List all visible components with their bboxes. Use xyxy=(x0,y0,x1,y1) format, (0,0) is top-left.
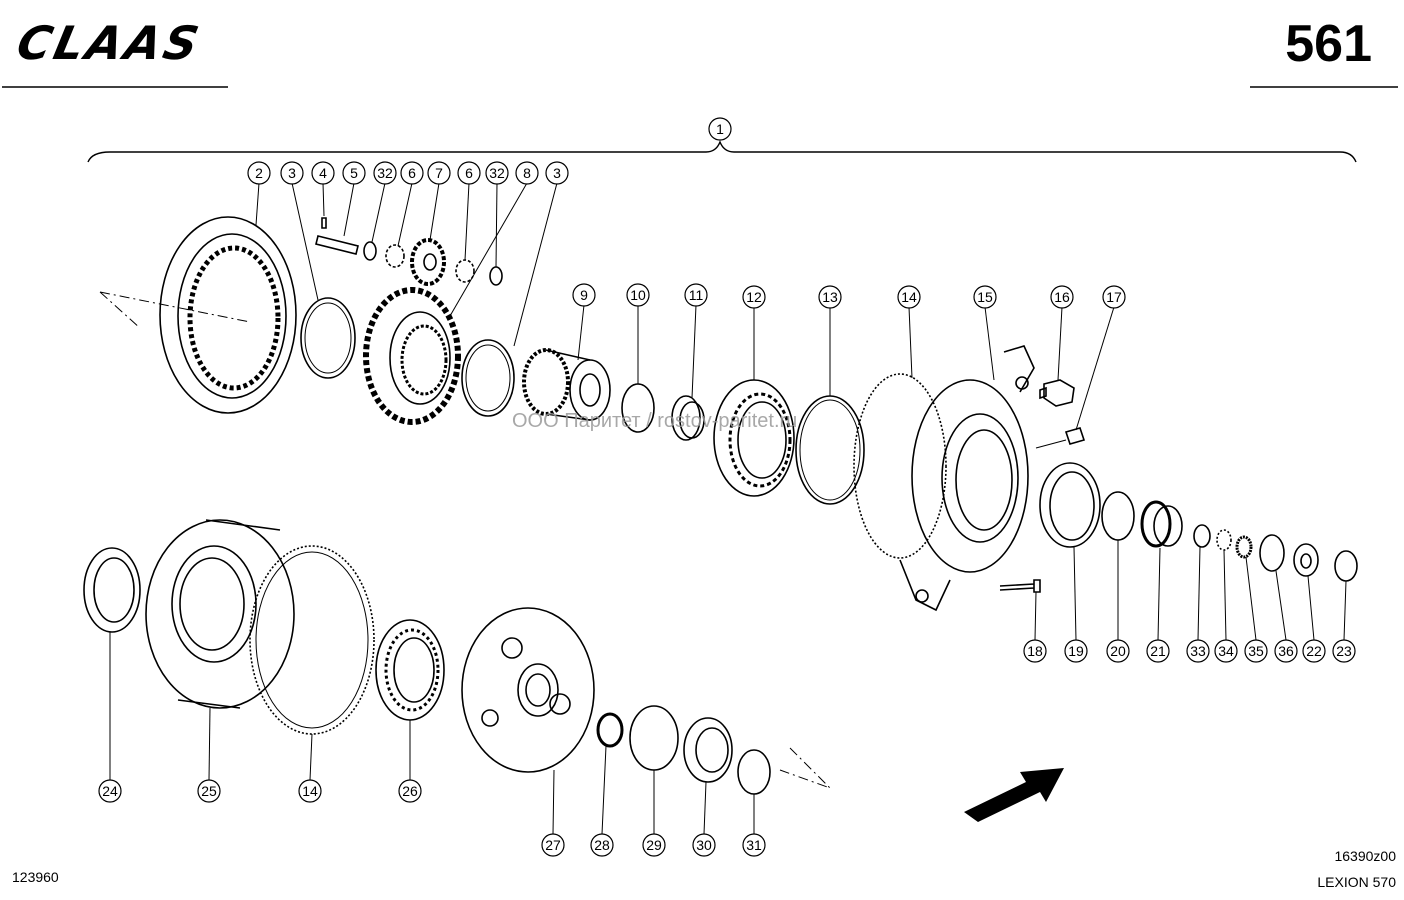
planet-carrier-housing xyxy=(145,519,295,709)
callout-label: 8 xyxy=(523,165,531,181)
callout-label: 33 xyxy=(1190,643,1206,659)
callout-label: 4 xyxy=(319,165,327,181)
callout-label: 32 xyxy=(489,165,505,181)
housing-gasket-lower xyxy=(249,545,375,735)
callout-label: 26 xyxy=(402,783,418,799)
assembly-bracket xyxy=(87,140,1357,163)
o-ring xyxy=(1101,491,1135,541)
circlip xyxy=(461,339,515,417)
callout-label: 31 xyxy=(746,837,762,853)
callout-label: 17 xyxy=(1106,289,1122,305)
end-cap xyxy=(1293,543,1319,577)
callout-label: 5 xyxy=(350,165,358,181)
callout-label: 36 xyxy=(1278,643,1294,659)
set-screw xyxy=(321,217,327,229)
callout-label: 3 xyxy=(288,165,296,181)
disc xyxy=(1216,529,1232,551)
callout-label: 28 xyxy=(594,837,610,853)
housing-gasket xyxy=(853,373,947,559)
callout-label: 25 xyxy=(201,783,217,799)
roller-bearing xyxy=(713,379,795,497)
retaining-ring xyxy=(1334,550,1358,582)
needle-bearing xyxy=(385,244,405,268)
page-number: 561 xyxy=(1285,15,1372,73)
snap-ring-lower xyxy=(629,705,679,771)
drain-plug xyxy=(1039,379,1075,407)
retaining-ring-lower xyxy=(737,749,771,795)
model-name: LEXION 570 xyxy=(1317,874,1396,890)
callout-label: 6 xyxy=(465,165,473,181)
gearbox-housing xyxy=(899,345,1035,612)
circlip xyxy=(300,297,356,379)
callout-assembly: 1 xyxy=(716,121,724,137)
o-ring-small xyxy=(1259,534,1285,572)
shaft-seal xyxy=(1039,462,1101,548)
axis-line-right xyxy=(779,747,831,789)
callout-label: 27 xyxy=(545,837,561,853)
callout-label: 7 xyxy=(435,165,443,181)
splined-hub xyxy=(522,348,611,421)
leader-lines xyxy=(109,182,1347,835)
callout-label: 18 xyxy=(1027,643,1043,659)
planet-carrier xyxy=(461,607,595,773)
seal-ring xyxy=(596,712,624,748)
small-washer xyxy=(1193,524,1211,548)
ball-bearing-large xyxy=(375,619,445,721)
taper-bearing xyxy=(683,717,733,783)
callout-label: 10 xyxy=(630,287,646,303)
callout-label: 6 xyxy=(408,165,416,181)
planet-pin xyxy=(315,235,359,255)
thrust-washer xyxy=(363,241,377,261)
callout-label: 3 xyxy=(553,165,561,181)
callout-label: 35 xyxy=(1248,643,1264,659)
callout-label: 29 xyxy=(646,837,662,853)
spring xyxy=(1235,535,1253,559)
callout-label: 13 xyxy=(822,289,838,305)
o-ring xyxy=(795,395,865,505)
callout-label: 19 xyxy=(1068,643,1084,659)
callout-label: 30 xyxy=(696,837,712,853)
callout-label: 16 xyxy=(1054,289,1070,305)
callout-label: 12 xyxy=(746,289,762,305)
callout-label: 21 xyxy=(1150,643,1166,659)
callout-label: 14 xyxy=(302,783,318,799)
drive-gear xyxy=(363,287,461,425)
ring-gear xyxy=(159,216,297,414)
callout-label: 20 xyxy=(1110,643,1126,659)
callout-label: 22 xyxy=(1306,643,1322,659)
callout-label: 15 xyxy=(977,289,993,305)
breather-plug xyxy=(1064,427,1086,445)
watermark: ООО Паритет / rostov-paritet.ru xyxy=(512,410,798,432)
ball-bearing xyxy=(671,395,705,441)
threaded-sleeve xyxy=(1140,500,1183,548)
document-number: 123960 xyxy=(12,869,59,885)
hex-bolt xyxy=(999,579,1041,593)
callout-label: 11 xyxy=(689,287,704,303)
callout-label: 34 xyxy=(1218,643,1234,659)
callout-label: 24 xyxy=(102,783,118,799)
callout-label: 32 xyxy=(377,165,393,181)
callout-label: 23 xyxy=(1336,643,1352,659)
thrust-washer xyxy=(489,266,503,286)
axis-line-left xyxy=(99,291,251,329)
callout-label: 14 xyxy=(901,289,917,305)
direction-arrow xyxy=(964,768,1064,822)
callout-label: 2 xyxy=(255,165,263,181)
drawing-code: 16390z00 xyxy=(1334,848,1396,864)
shaft-seal-large xyxy=(83,547,141,633)
callout-label: 9 xyxy=(580,287,588,303)
planet-gear xyxy=(410,238,446,286)
